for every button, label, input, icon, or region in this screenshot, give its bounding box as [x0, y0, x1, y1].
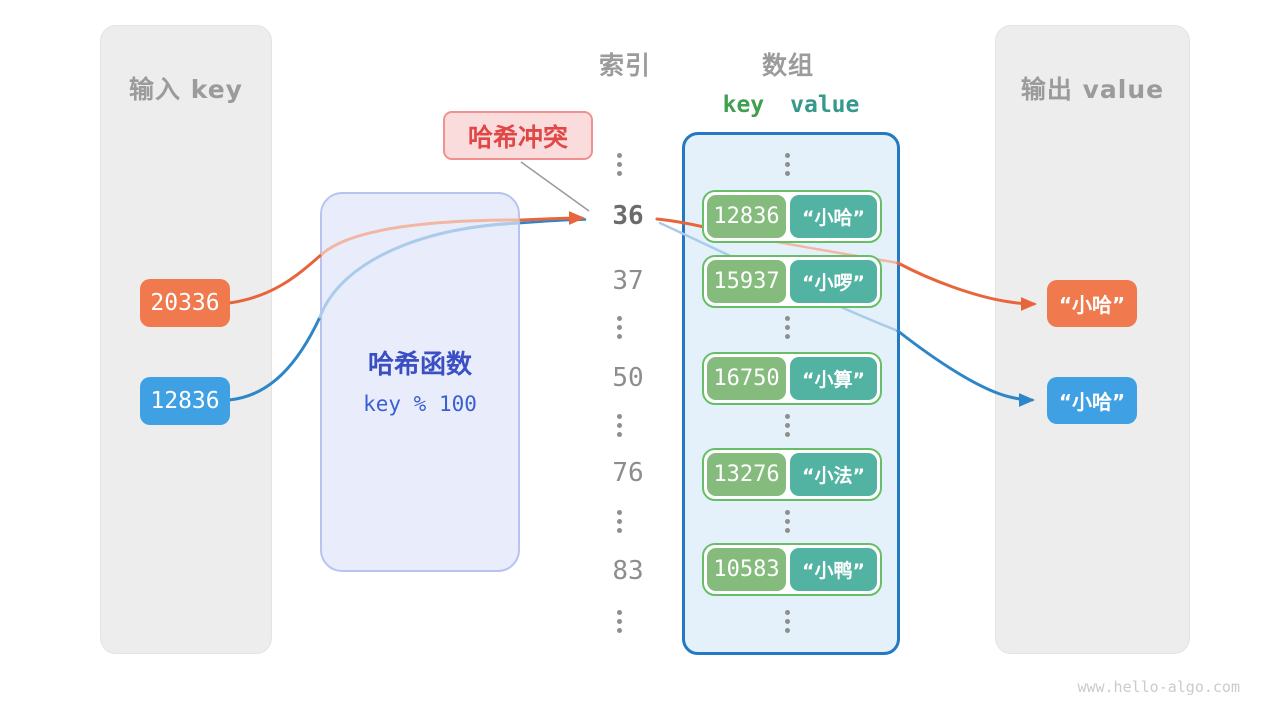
input-key-12836: 12836 — [140, 377, 230, 425]
pair-key: 16750 — [707, 357, 786, 400]
array-column-title: 数组 — [761, 51, 814, 80]
array-ellipsis — [785, 610, 790, 633]
input-panel-title: 输入 key — [129, 75, 243, 104]
input-key-20336: 20336 — [140, 279, 230, 327]
array-kv-header: key value — [682, 92, 900, 118]
index-83: 83 — [612, 556, 644, 586]
bucket-pair-50: 16750 “小算” — [702, 352, 882, 405]
hash-function-title: 哈希函数 — [367, 350, 472, 380]
index-ellipsis — [617, 510, 622, 533]
hash-function-formula: key % 100 — [363, 392, 477, 416]
pair-value: “小法” — [790, 453, 877, 496]
watermark: www.hello-algo.com — [1077, 678, 1240, 696]
arrow-to-index-36 — [519, 211, 585, 225]
input-panel: 输入 key — [100, 25, 272, 654]
pair-key: 15937 — [707, 260, 786, 303]
pair-value: “小哈” — [790, 195, 877, 238]
key-header: key — [722, 92, 765, 118]
array-ellipsis — [785, 153, 790, 176]
index-76: 76 — [612, 458, 644, 488]
array-ellipsis — [785, 316, 790, 339]
index-column-title: 索引 — [598, 51, 651, 80]
pair-value: “小鸭” — [790, 548, 877, 591]
pair-key: 10583 — [707, 548, 786, 591]
output-panel: 输出 value — [995, 25, 1190, 654]
index-ellipsis — [617, 316, 622, 339]
pair-value: “小算” — [790, 357, 877, 400]
array-ellipsis — [785, 510, 790, 533]
bucket-pair-83: 10583 “小鸭” — [702, 543, 882, 596]
hash-function-box: 哈希函数 key % 100 — [320, 192, 520, 572]
value-header: value — [790, 92, 860, 118]
pair-value: “小啰” — [790, 260, 877, 303]
hash-collision-label: 哈希冲突 — [443, 111, 593, 160]
index-ellipsis — [617, 610, 622, 633]
index-ellipsis — [617, 153, 622, 176]
output-value-orange: “小哈” — [1047, 280, 1137, 327]
pair-key: 13276 — [707, 453, 786, 496]
bucket-pair-76: 13276 “小法” — [702, 448, 882, 501]
index-36: 36 — [612, 201, 644, 231]
index-50: 50 — [612, 363, 644, 393]
pair-key: 12836 — [707, 195, 786, 238]
output-value-blue: “小哈” — [1047, 377, 1137, 424]
index-ellipsis — [617, 414, 622, 437]
array-ellipsis — [785, 414, 790, 437]
index-37: 37 — [612, 266, 644, 296]
bucket-pair-37: 15937 “小啰” — [702, 255, 882, 308]
output-panel-title: 输出 value — [1020, 75, 1165, 104]
bucket-pair-36: 12836 “小哈” — [702, 190, 882, 243]
collision-pointer-line — [520, 161, 590, 212]
